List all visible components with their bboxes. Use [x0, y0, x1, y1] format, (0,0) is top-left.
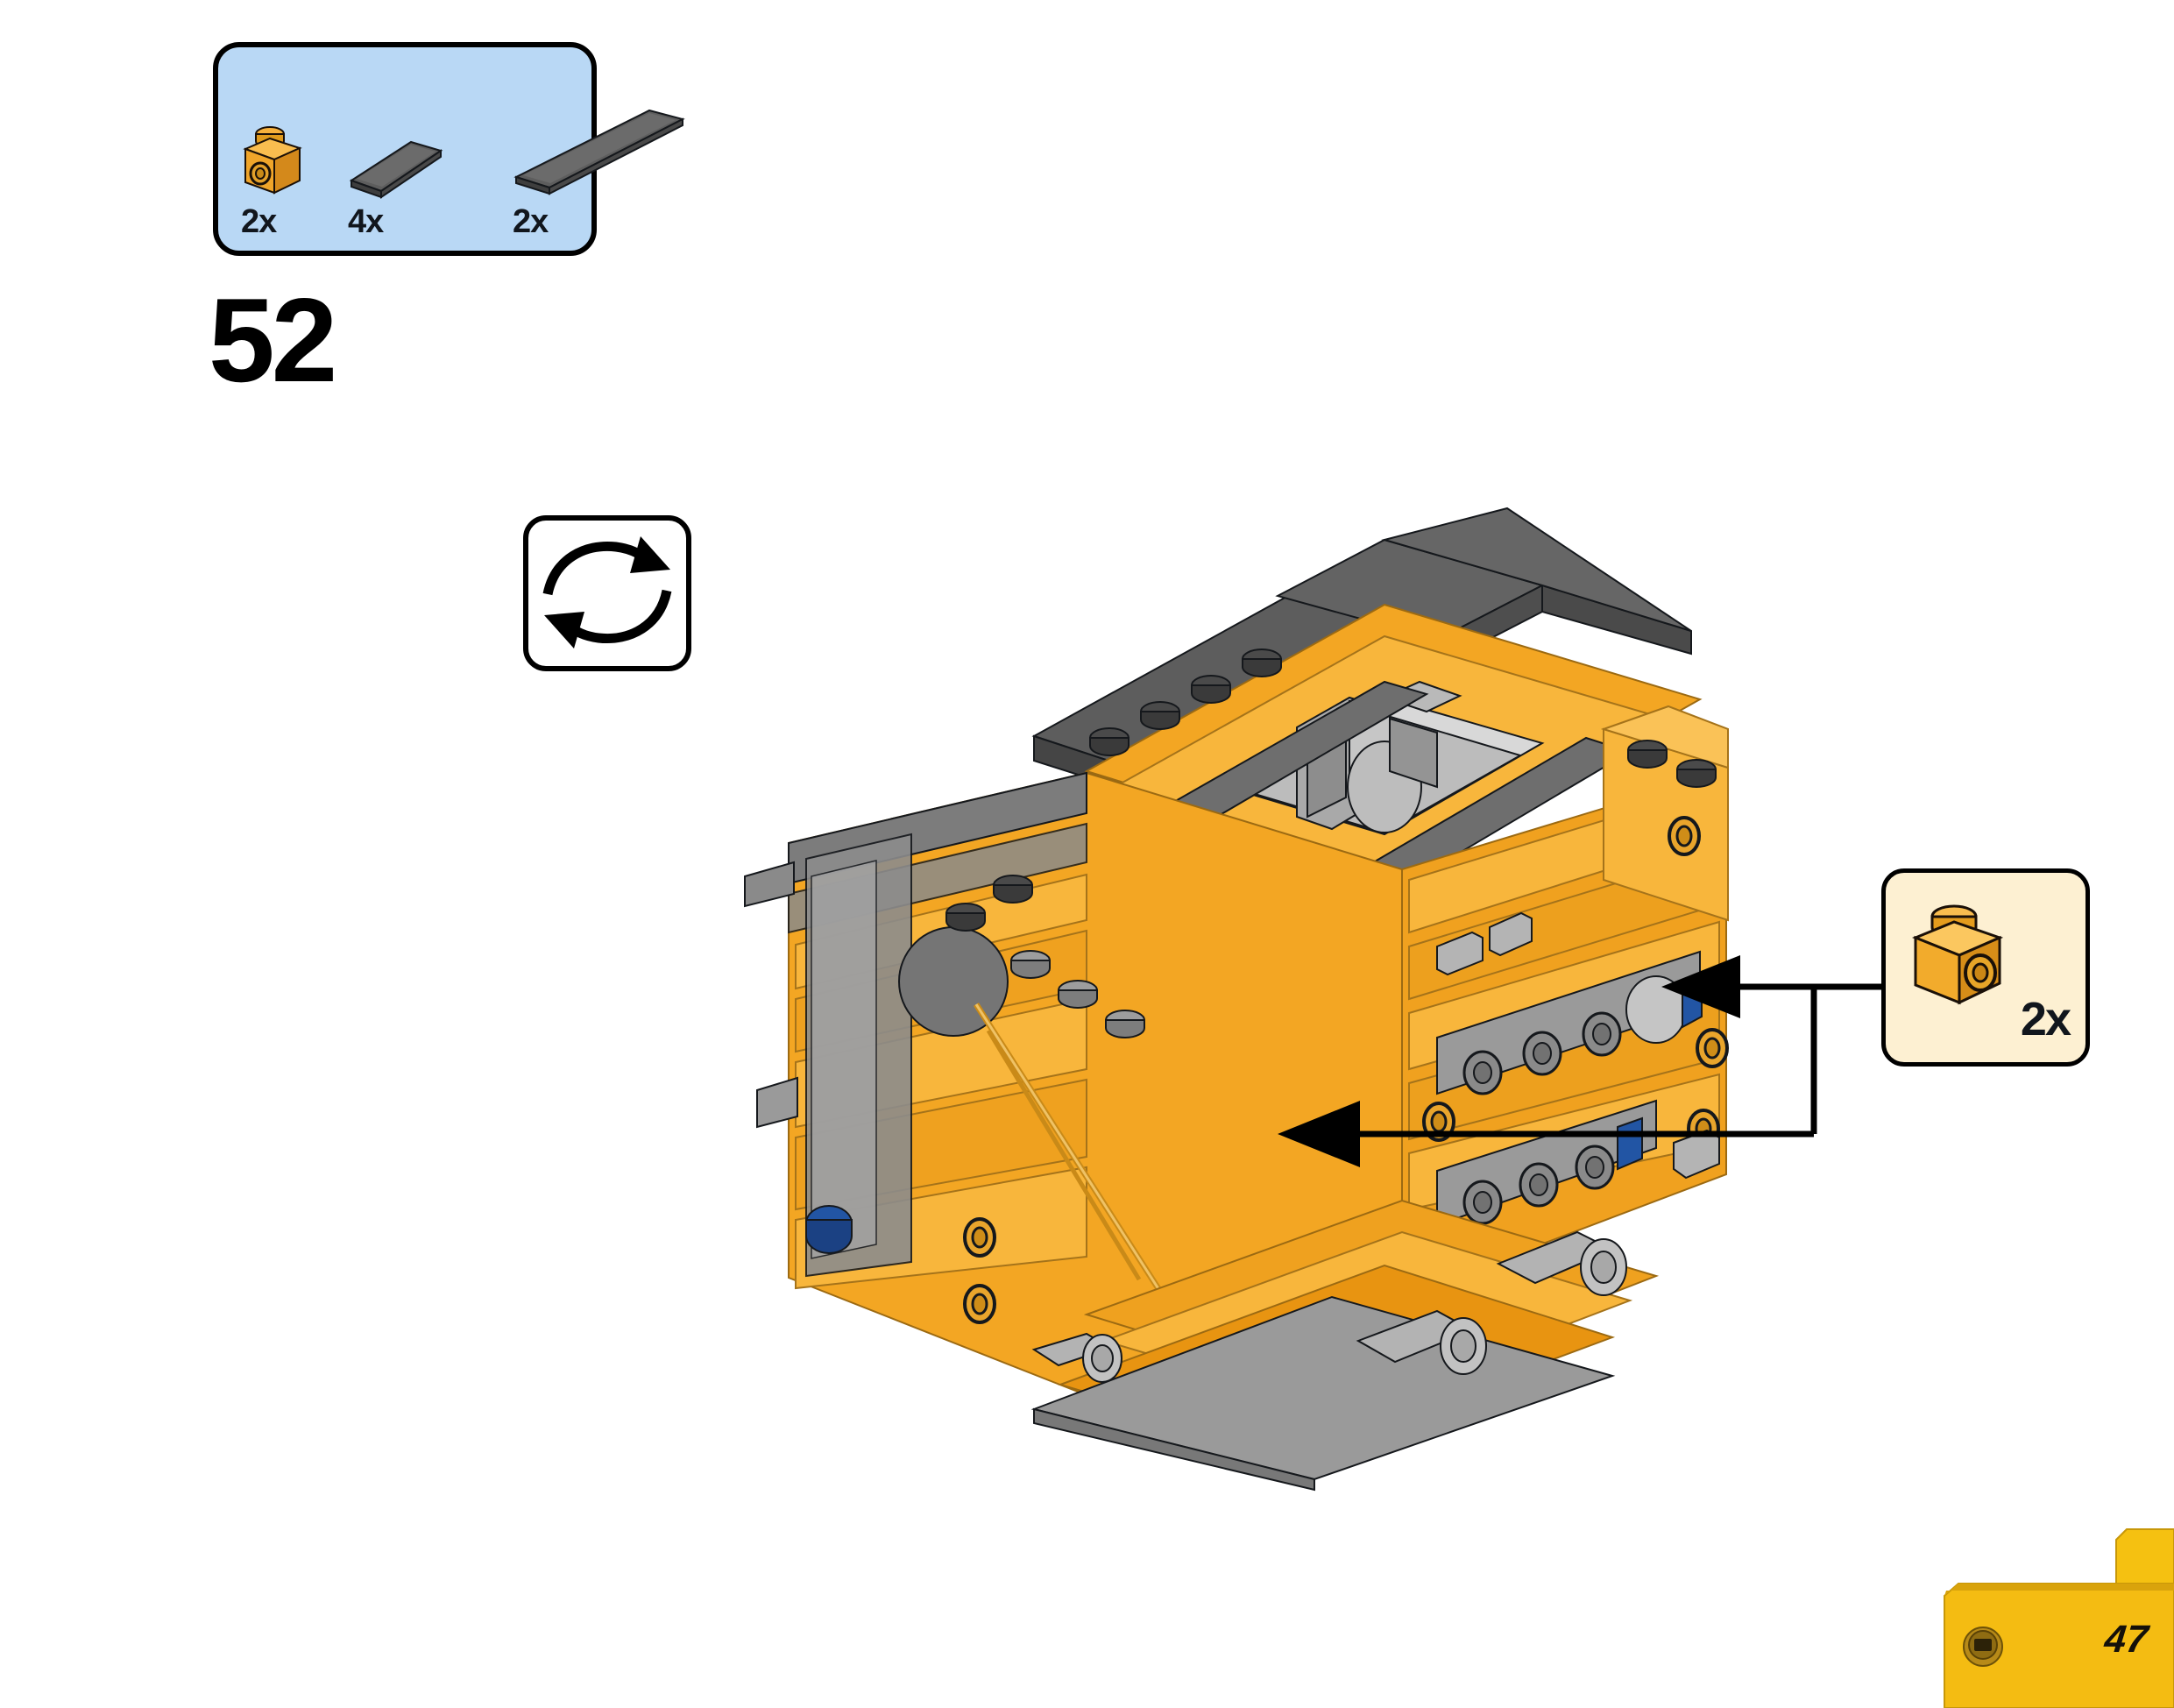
page-corner-decoration: 47	[1929, 1524, 2174, 1708]
part-item-0: 2x	[241, 119, 304, 238]
callout-arrow-lower	[1278, 1101, 1360, 1167]
tile-1x4-icon	[348, 130, 444, 200]
callout-arrow-upper	[1661, 955, 1740, 1018]
assembly-model-illustration	[744, 507, 1753, 1492]
part-count-0: 2x	[241, 203, 277, 240]
bolt-icon	[1963, 1626, 2003, 1667]
model-body	[744, 507, 1729, 1492]
part-count-1: 4x	[348, 203, 384, 240]
part-item-1: 4x	[348, 130, 444, 238]
callout-part-box: 2x	[1881, 868, 2090, 1067]
callout-leader-lines	[1253, 920, 1901, 1218]
part-item-2: 2x	[513, 102, 686, 238]
parts-list: 2x 4x	[218, 47, 685, 251]
part-count-2: 2x	[513, 203, 549, 240]
step-number: 52	[209, 273, 337, 407]
callout-brick-icon	[1908, 896, 2007, 1011]
page-number: 47	[2102, 1618, 2150, 1661]
rotate-model-icon	[523, 515, 691, 671]
parts-inventory-box: 2x 4x	[213, 42, 685, 256]
brick-1x1-with-side-stud-icon	[241, 119, 304, 200]
callout-count: 2x	[2020, 993, 2071, 1045]
tile-1x8-icon	[513, 102, 686, 200]
